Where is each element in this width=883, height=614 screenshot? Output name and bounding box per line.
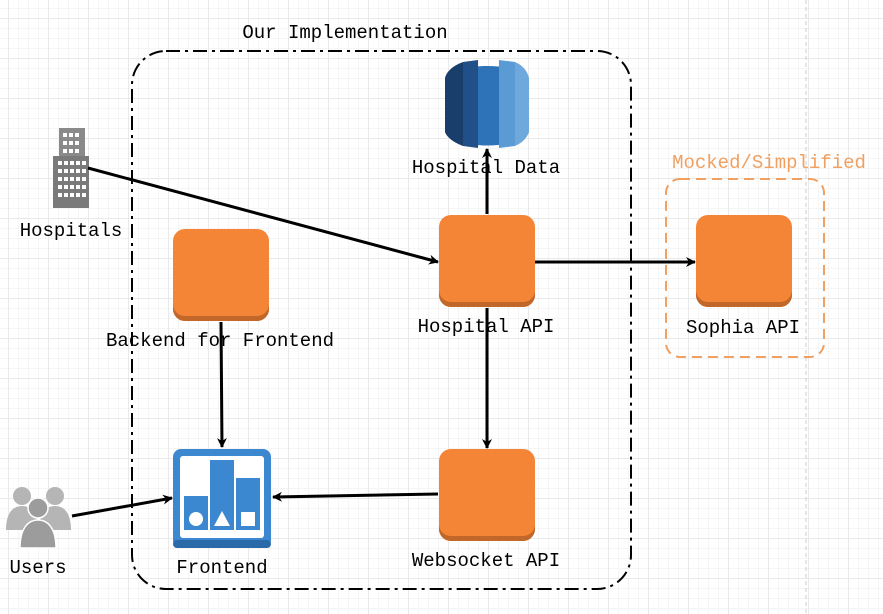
edge-websocket-api-to-frontend: [272, 491, 439, 502]
mocked-group-title: Mocked/Simplified: [672, 152, 866, 174]
hospital-data-label: Hospital Data: [411, 157, 561, 179]
users-group-icon: [6, 487, 71, 549]
backend-for-frontend-label: Backend for Frontend: [105, 330, 335, 352]
mocked-group-border: [665, 178, 825, 358]
websocket-api-node[interactable]: [439, 449, 535, 541]
hospitals-label: Hospitals: [19, 220, 123, 242]
implementation-group-border: [131, 50, 632, 590]
edge-users-to-frontend: [71, 494, 173, 518]
sophia-api-node[interactable]: [696, 215, 792, 307]
implementation-group-title: Our Implementation: [242, 22, 448, 44]
hospital-api-label: Hospital API: [417, 316, 555, 338]
frontend-label: Frontend: [176, 557, 268, 579]
backend-for-frontend-node[interactable]: [173, 229, 269, 321]
edge-bff-to-frontend: [216, 321, 227, 448]
sophia-api-label: Sophia API: [685, 317, 801, 339]
hospital-api-node[interactable]: [439, 215, 535, 307]
database-icon: [445, 60, 529, 148]
users-label: Users: [9, 557, 67, 579]
building-icon: [53, 128, 89, 208]
websocket-api-label: Websocket API: [411, 550, 561, 572]
dashboard-icon: [173, 449, 271, 548]
edge-hospitals-to-hospital-api: [87, 166, 439, 265]
